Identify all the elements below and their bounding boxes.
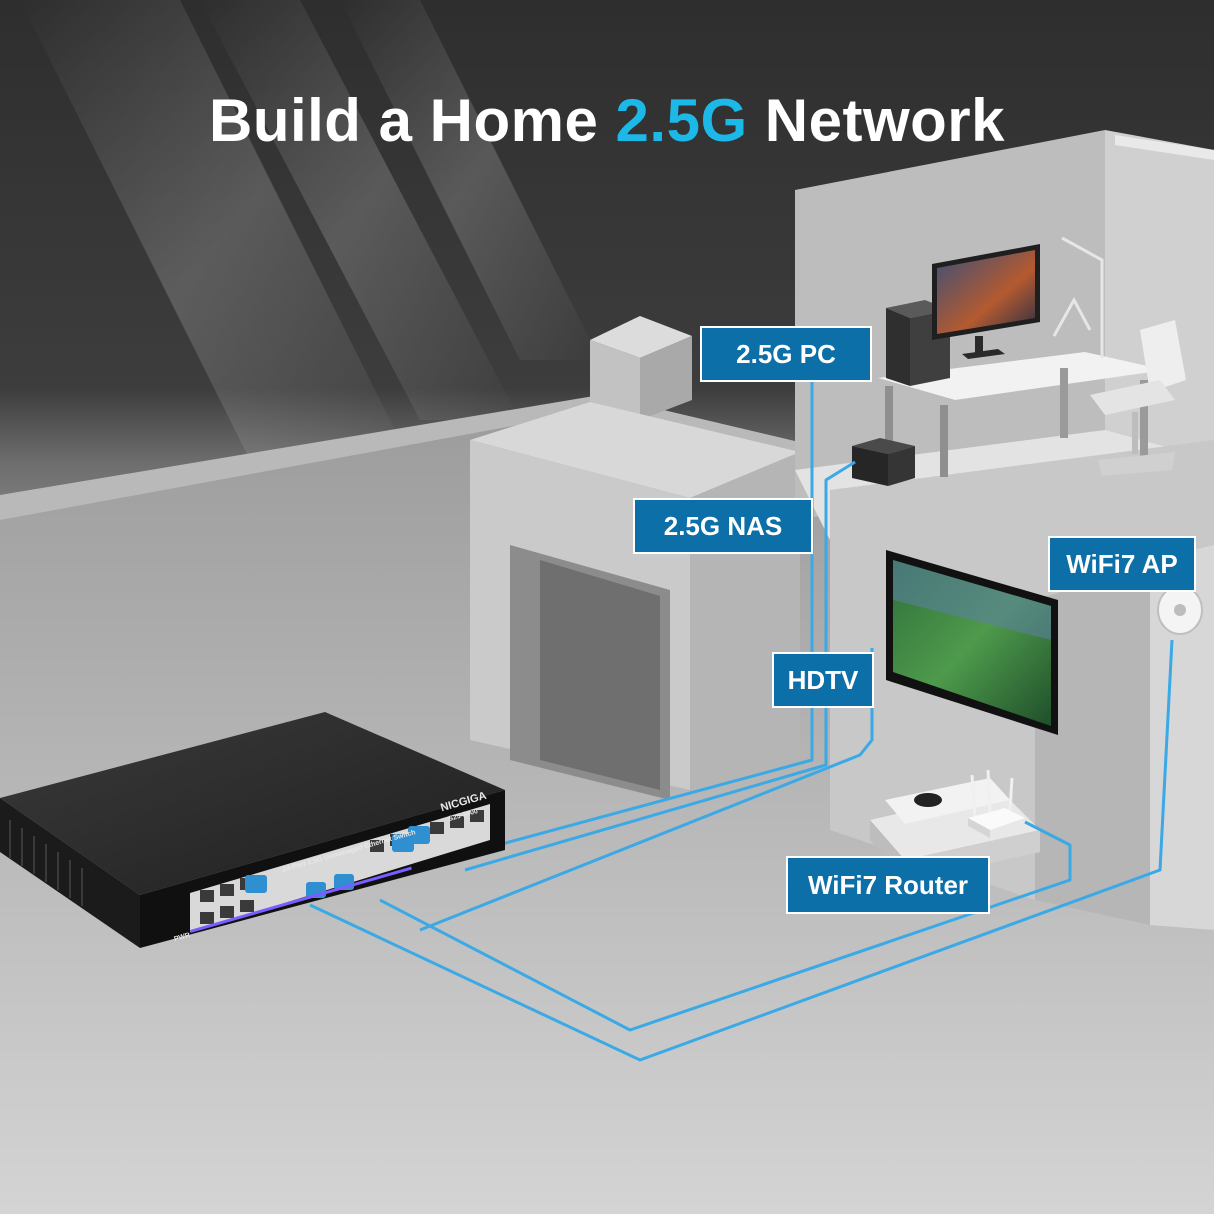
- title-pre: Build a Home: [208, 87, 616, 154]
- label-pc: 2.5G PC: [700, 326, 872, 382]
- cable-ap: [309, 639, 1174, 1062]
- desk: [878, 352, 1165, 477]
- nas-box: [852, 438, 915, 486]
- page-title: Build a Home 2.5G Network: [0, 86, 1214, 155]
- desk-lamp: [1052, 236, 1104, 358]
- storage-cube: [590, 316, 692, 420]
- wifi-router-device: [968, 769, 1025, 838]
- gaming-chair: [1090, 320, 1186, 476]
- light-beams: [20, 0, 600, 480]
- hdtv: [886, 550, 1058, 735]
- label-nas: 2.5G NAS: [633, 498, 813, 554]
- cable-router: [379, 820, 1072, 1032]
- label-ap: WiFi7 AP: [1048, 536, 1196, 592]
- game-controller: [914, 793, 942, 807]
- title-accent: 2.5G: [615, 87, 748, 154]
- monitor: [932, 244, 1040, 359]
- network-switch: [0, 712, 505, 948]
- label-hdtv: HDTV: [772, 652, 874, 708]
- wifi-ap-device: [1157, 585, 1203, 635]
- title-post: Network: [747, 87, 1006, 154]
- fireplace: [470, 402, 800, 800]
- label-router: WiFi7 Router: [786, 856, 990, 914]
- cable-nas: [464, 460, 856, 872]
